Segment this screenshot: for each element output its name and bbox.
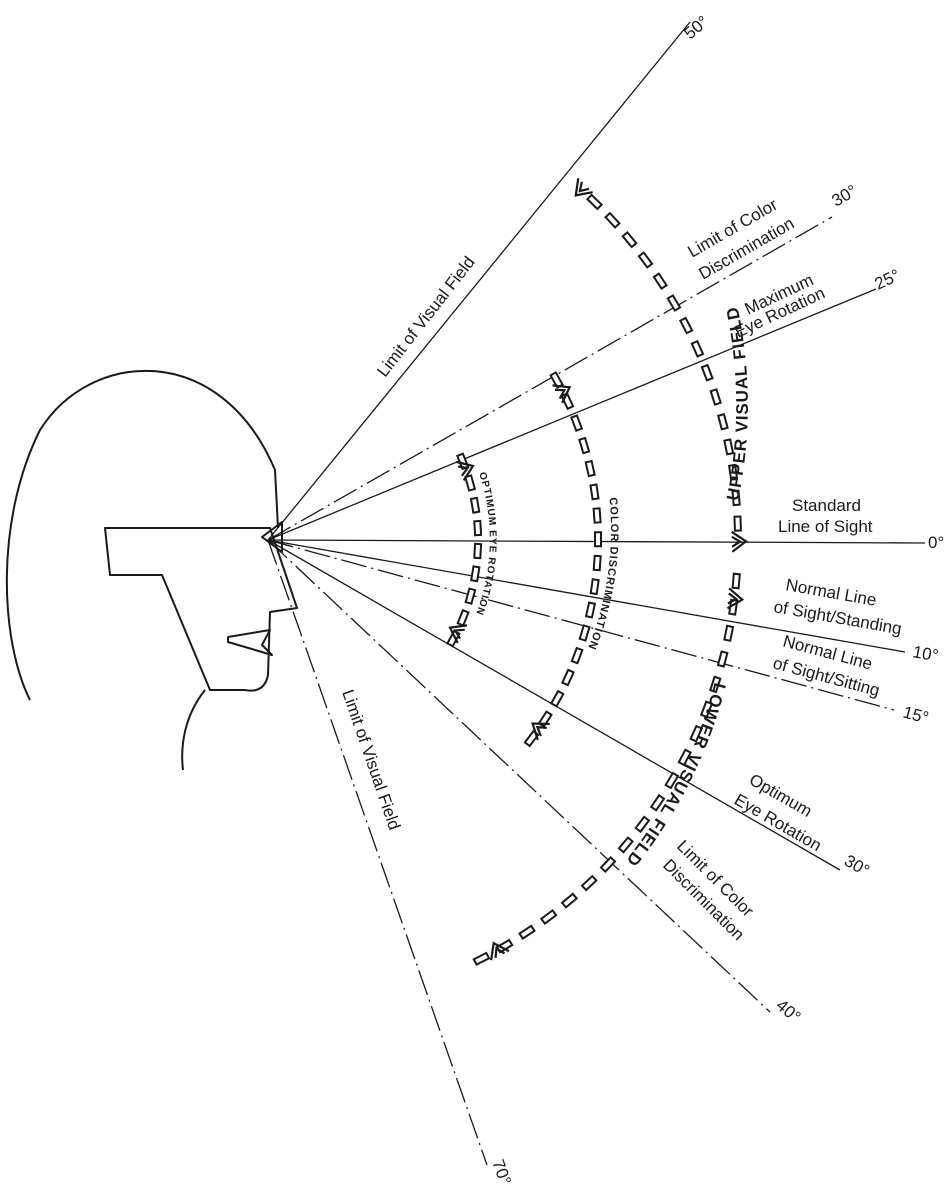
arc-segment <box>549 689 565 708</box>
arc-segment <box>666 294 682 312</box>
ray-dn-15 <box>267 539 895 711</box>
ray-labels: Limit of Visual Field 50° Limit of Color… <box>338 12 944 1188</box>
optimum-eye-rotation-arc <box>446 452 483 648</box>
arc-segment <box>649 793 666 812</box>
degree-up-50: 50° <box>680 12 712 43</box>
arc-segment <box>604 211 621 229</box>
arc-segment <box>717 413 729 431</box>
arc-segment <box>464 474 477 492</box>
lower-visual-field-arc <box>472 572 745 966</box>
degree-dn-15: 15° <box>901 703 931 728</box>
arc-segment <box>539 909 558 925</box>
label-dn-70: Limit of Visual Field <box>338 687 404 832</box>
degree-up-30: 30° <box>829 181 861 210</box>
arc-segment <box>727 463 739 481</box>
arc-segment <box>723 438 735 456</box>
arc-segment <box>589 483 600 501</box>
arc-segment <box>637 251 654 269</box>
arc-segment <box>473 519 483 537</box>
arc-segment <box>731 489 741 507</box>
ray-up-25 <box>267 288 877 541</box>
arc-segment <box>678 316 694 335</box>
arc-segment <box>731 572 741 590</box>
head-outline <box>5 369 279 701</box>
ray-up-30 <box>267 216 833 541</box>
arc-segment <box>456 608 470 627</box>
ray-dn-10 <box>267 539 906 653</box>
neck-line <box>181 689 206 771</box>
arc-segment <box>578 624 591 642</box>
arc-segment <box>578 436 591 455</box>
arc-segment <box>733 515 742 532</box>
arc-segment <box>599 855 617 874</box>
color-discrimination-label: COLOR DISCRIMINATION <box>585 497 620 652</box>
arc-segment <box>589 578 600 596</box>
arc-segment <box>518 924 536 940</box>
lower-visual-field-label: LOWER VISUAL FIELD <box>622 681 729 871</box>
degree-up-25: 25° <box>872 266 903 294</box>
arc-segment <box>580 874 598 892</box>
arc-segment <box>699 700 714 719</box>
arrow-head <box>552 384 572 404</box>
label-std-0-line2: Line of Sight <box>778 517 873 536</box>
degree-dn-10: 10° <box>911 642 940 665</box>
label-std-0-line1: Standard <box>792 496 861 515</box>
degree-dn-30: 30° <box>841 851 873 880</box>
arrow-head <box>726 587 745 610</box>
arc-segment <box>473 542 483 560</box>
color-discrimination-arc <box>523 371 603 748</box>
ray-dn-70 <box>267 539 488 1166</box>
upper-visual-field-arc <box>574 178 748 553</box>
arc-segment <box>700 363 714 382</box>
arc-segment <box>592 554 602 572</box>
arrow-head <box>531 722 550 741</box>
arc-segment <box>634 815 651 834</box>
arrow-head <box>574 178 593 197</box>
arrow-head <box>731 530 748 553</box>
arc-segment <box>723 624 735 642</box>
arc-segment <box>617 836 634 854</box>
arc-segment <box>709 675 722 694</box>
arc-segment <box>472 951 491 966</box>
nose-mark <box>227 629 273 656</box>
arc-segment <box>470 565 481 583</box>
arrow-head <box>456 460 475 482</box>
arc-segment <box>570 646 584 665</box>
arc-segment <box>464 587 477 605</box>
head-profile <box>5 369 298 771</box>
arc-segment <box>677 748 692 767</box>
degree-dn-40: 40° <box>772 996 804 1027</box>
arrow-head <box>448 624 468 644</box>
arc-segment <box>716 650 729 668</box>
degree-std-0: 0° <box>928 533 944 552</box>
label-up-50: Limit of Visual Field <box>373 253 479 381</box>
arc-segment <box>690 339 705 358</box>
arc-segment <box>561 668 575 687</box>
arc-segment <box>584 601 597 619</box>
face-visor <box>104 527 298 692</box>
arc-segment <box>621 230 638 249</box>
zone-labels: UPPER VISUAL FIELD LOWER VISUAL FIELD CO… <box>473 305 751 871</box>
arc-segment <box>664 771 680 790</box>
ray-dn-40 <box>267 539 771 1013</box>
arc-segment <box>689 724 704 743</box>
arc-segment <box>560 892 579 909</box>
arc-segment <box>709 388 722 406</box>
arc-segment <box>592 507 602 524</box>
arc-segment <box>652 272 668 290</box>
arc-segment <box>593 531 603 548</box>
arc-segment <box>585 193 604 211</box>
arc-segment <box>469 496 481 514</box>
zone-arcs <box>446 178 748 966</box>
arc-segment <box>570 414 584 432</box>
degree-dn-70: 70° <box>488 1157 515 1188</box>
ray-up-50 <box>267 21 691 541</box>
arc-segment <box>584 459 596 478</box>
arrow-head <box>490 941 510 961</box>
